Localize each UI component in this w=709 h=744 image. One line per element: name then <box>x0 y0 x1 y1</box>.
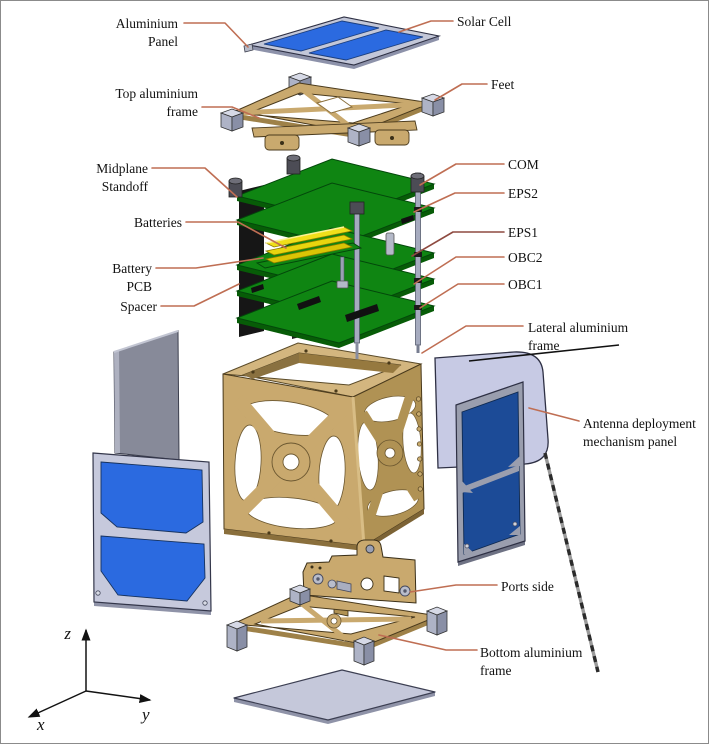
leader-antenna-panel <box>528 407 580 422</box>
leader-spacer <box>160 283 240 307</box>
label-midplane-1: Midplane <box>96 161 148 176</box>
solar-cell-top-right <box>308 29 424 61</box>
frame-rail <box>251 120 418 151</box>
side-solar-panel-left <box>92 452 212 615</box>
pcb-stack <box>228 154 436 353</box>
label-obc1: OBC1 <box>508 277 543 292</box>
label-eps2: EPS2 <box>508 186 538 201</box>
label-bottom-frame-1: Bottom aluminium <box>480 645 583 660</box>
leader-eps1 <box>411 231 505 257</box>
screw-holes <box>95 590 208 606</box>
label-ports-side: Ports side <box>501 579 554 594</box>
hole-strip <box>415 396 423 492</box>
pcb-obc1 <box>235 280 436 348</box>
foot-bottom-front <box>352 636 376 666</box>
leader-midplane <box>151 167 238 198</box>
label-aluminium-panel-2: Panel <box>148 34 178 49</box>
label-eps1: EPS1 <box>508 225 538 240</box>
foot-bottom-left <box>225 620 249 652</box>
leader-aluminium-panel <box>183 22 249 48</box>
label-aluminium-panel-1: Aluminium <box>116 16 179 31</box>
y-axis-label: y <box>140 705 150 724</box>
side-solar-panel-right <box>455 381 526 566</box>
leader-lines <box>151 20 580 651</box>
callout-labels: Aluminium Panel Solar Cell Top aluminium… <box>96 14 696 678</box>
bottom-aluminium-frame-graphic <box>225 584 449 666</box>
top-aluminium-frame-graphic <box>219 72 446 151</box>
solar-cell-left-upper <box>100 461 204 534</box>
label-spacer: Spacer <box>120 299 157 314</box>
board-components <box>251 215 414 322</box>
port-square-cutout <box>383 575 400 594</box>
label-feet: Feet <box>491 77 514 92</box>
leader-eps2 <box>413 192 505 213</box>
label-obc2: OBC2 <box>508 250 543 265</box>
leader-bottom-frame <box>378 634 478 651</box>
label-midplane-2: Standoff <box>102 179 149 194</box>
midplane-standoffs <box>228 154 425 215</box>
label-bottom-frame-2: frame <box>480 663 511 678</box>
solar-cell-top-left <box>263 20 380 52</box>
side-panel-back-grey <box>113 330 180 461</box>
leader-batteries <box>185 221 287 249</box>
label-antenna-panel-1: Antenna deployment <box>583 416 696 431</box>
label-top-frame-1: Top aluminium <box>115 86 198 101</box>
label-top-frame-2: frame <box>167 104 198 119</box>
coordinate-axes: z y x <box>27 624 152 734</box>
antenna-rod-dashed <box>543 452 600 673</box>
z-axis-label: z <box>63 624 71 643</box>
label-antenna-panel-2: mechanism panel <box>583 434 677 449</box>
leader-obc1 <box>419 283 505 309</box>
bottom-panel-graphic <box>233 669 436 724</box>
x-axis-label: x <box>36 715 45 734</box>
x-axis <box>27 690 87 718</box>
leader-obc2 <box>413 256 505 285</box>
label-com: COM <box>508 157 539 172</box>
solar-cell-left-lower <box>100 535 206 602</box>
label-battery-pcb-1: Battery <box>112 261 152 276</box>
label-battery-pcb-2: PCB <box>126 279 152 294</box>
antenna-wire-upper <box>468 344 620 362</box>
batteries-graphic <box>264 226 354 264</box>
foot-left <box>219 108 245 132</box>
leader-ports-side <box>409 584 498 593</box>
leader-lateral-frame <box>421 325 524 354</box>
foot-bottom-right <box>425 606 449 636</box>
leader-com <box>419 163 505 186</box>
label-lateral-frame-1: Lateral aluminium <box>528 320 629 335</box>
inter-board-hardware <box>336 232 395 289</box>
label-solar-cell: Solar Cell <box>457 14 512 29</box>
foot-right <box>420 93 446 117</box>
leader-top-frame <box>201 106 260 119</box>
rim-screw-dots <box>251 349 391 543</box>
y-axis <box>85 690 152 703</box>
cube-right-face <box>352 363 425 547</box>
antenna-elements <box>468 344 620 673</box>
cube-left-face <box>222 373 365 547</box>
aluminium-panel-graphic <box>243 16 442 69</box>
label-batteries: Batteries <box>134 215 182 230</box>
lateral-aluminium-frame-graphic <box>222 342 425 551</box>
leader-solar-cell <box>398 20 454 33</box>
label-lateral-frame-2: frame <box>528 338 559 353</box>
leader-feet <box>434 83 488 101</box>
foot-bottom-back <box>288 584 312 606</box>
leader-battery-pcb <box>155 257 264 269</box>
foot-front <box>346 123 372 147</box>
